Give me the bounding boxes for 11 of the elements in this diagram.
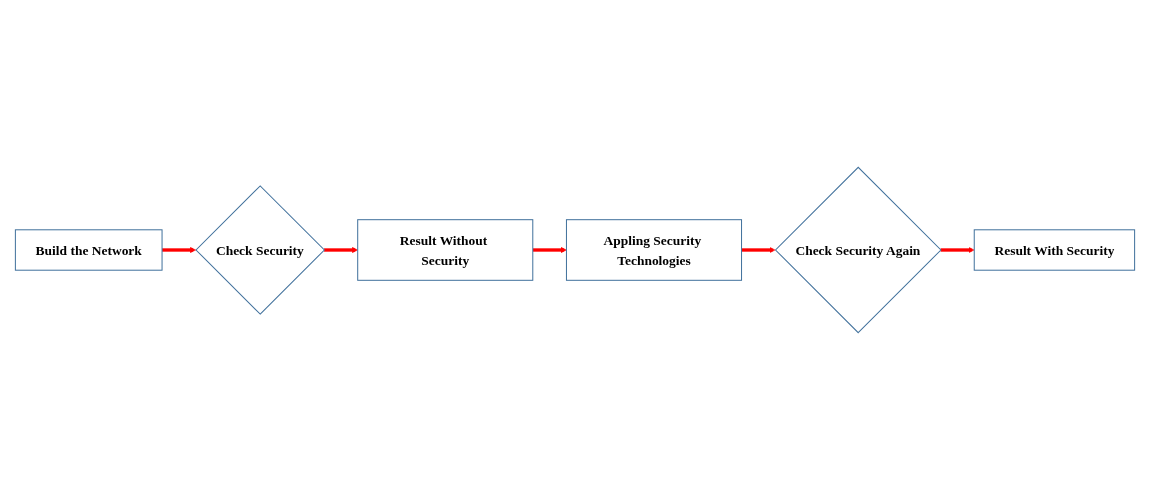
arrow [162, 247, 196, 253]
arrow [324, 247, 358, 253]
node-box: Result With Security [973, 229, 1136, 271]
node-diamond: Check Security Again [774, 166, 942, 334]
arrow [741, 247, 776, 253]
node-box: Result Without Security [357, 219, 534, 281]
arrow [940, 247, 975, 253]
node-diamond: Check Security [195, 185, 326, 315]
node-box: Build the Network [14, 229, 163, 271]
arrow [532, 247, 567, 253]
node-box: Appling Security Technologies [565, 219, 743, 281]
